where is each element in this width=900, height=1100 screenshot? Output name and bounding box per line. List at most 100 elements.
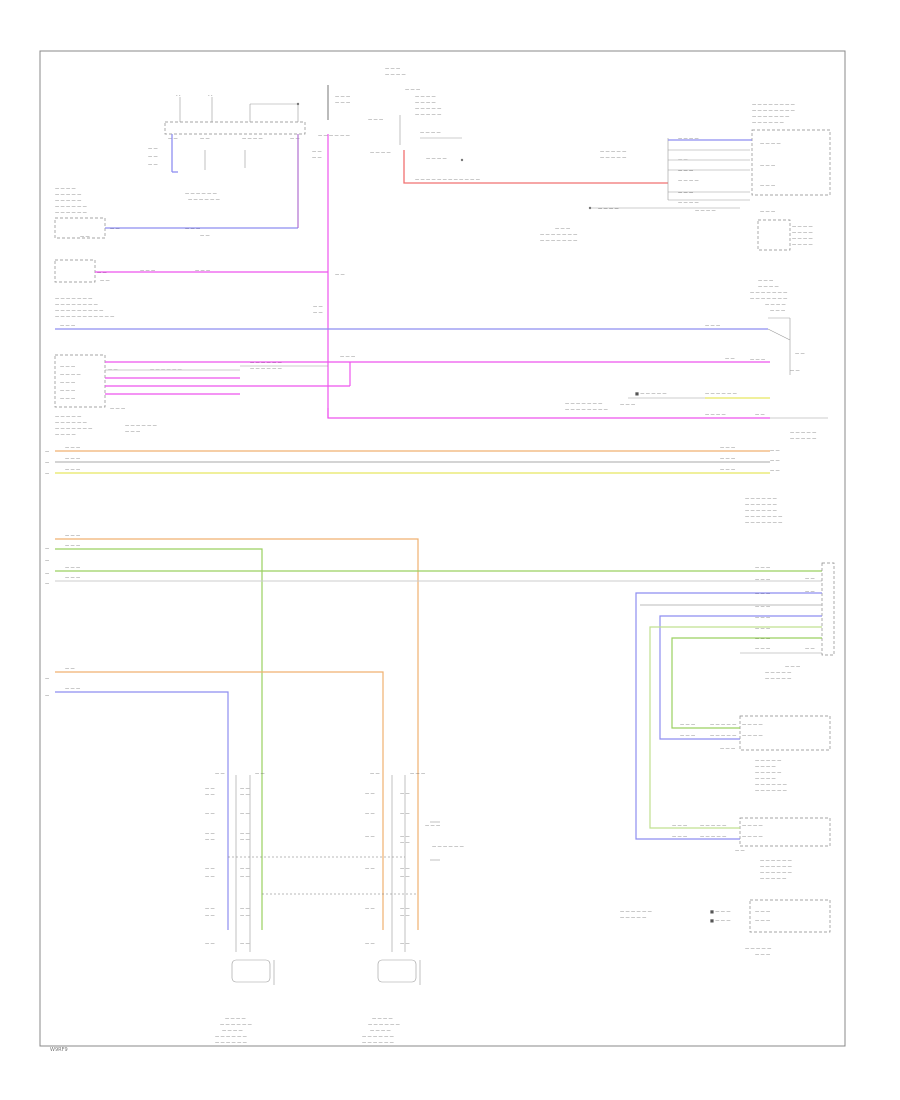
svg-text:— — —: — — — <box>705 323 720 328</box>
svg-text:— —: — — <box>205 792 215 797</box>
svg-text:— — — — — —: — — — — — — <box>215 1040 247 1045</box>
svg-text:— — — —: — — — — <box>60 372 81 377</box>
svg-text:— — — — —: — — — — — <box>765 676 791 681</box>
svg-text:— — — — — —: — — — — — — <box>150 367 182 372</box>
svg-text:— — — — — —: — — — — — — <box>362 1040 394 1045</box>
svg-text:— —: — — <box>240 941 250 946</box>
svg-text:— — — — —: — — — — — <box>55 198 81 203</box>
svg-text:— —: — — <box>313 310 323 315</box>
svg-text:— — —: — — — <box>720 456 735 461</box>
diagram-border <box>39 50 846 1047</box>
svg-text:— — — —: — — — — <box>792 230 813 235</box>
svg-text:— —: — — <box>678 157 688 162</box>
svg-text:— — — —: — — — — <box>758 284 779 289</box>
svg-text:— — —: — — — <box>620 402 635 407</box>
wire-orange-lower <box>55 538 419 930</box>
svg-text:— — — —: — — — — <box>385 72 406 77</box>
svg-text:— — —: — — — <box>755 604 770 609</box>
svg-text:— —: — — <box>790 368 800 373</box>
svg-text:— —: — — <box>240 874 250 879</box>
svg-text:— — — — —: — — — — — <box>755 758 781 763</box>
svg-text:— — — — —: — — — — — <box>760 876 786 881</box>
svg-text:— — — — — —: — — — — — — <box>185 191 217 196</box>
svg-text:— — — — — —: — — — — — — <box>760 858 792 863</box>
svg-text:— — —: — — — <box>755 577 770 582</box>
svg-text:— — — —: — — — — <box>222 1028 243 1033</box>
svg-text:— —: — — <box>205 906 215 911</box>
svg-text:— —: — — <box>735 848 745 853</box>
svg-text:— —: — — <box>365 791 375 796</box>
svg-text:— — —: — — — <box>755 646 770 651</box>
svg-text:— — —: — — — <box>678 168 693 173</box>
svg-text:— —: — — <box>365 866 375 871</box>
svg-text:— — — —: — — — — <box>415 100 436 105</box>
svg-text:— —: — — <box>205 941 215 946</box>
svg-text:— —: — — <box>240 831 250 836</box>
svg-text:— — — — — — —: — — — — — — — <box>750 290 787 295</box>
svg-text:— — — — — —: — — — — — — <box>432 844 464 849</box>
svg-text:— — — —: — — — — <box>242 136 263 141</box>
svg-text:— — — —: — — — — <box>370 1028 391 1033</box>
right-sensor-connector: — —— — — — —— — — —— — — —— — — — — —— —… <box>362 771 464 1045</box>
right-module-lower: ■ — — — — — — — — — — — — — — — — — — — … <box>565 391 828 473</box>
svg-text:— — — — —: — — — — — <box>765 670 791 675</box>
wire-orange-bottom <box>55 671 384 930</box>
svg-text:— — — — — — — — —: — — — — — — — — — <box>55 308 103 313</box>
fuse-panel-top: — — — — — — — — — — — — — — — — — — — — … <box>312 66 464 162</box>
svg-text:— — — — — — —: — — — — — — — <box>540 232 577 237</box>
svg-text:— —: — — <box>240 786 250 791</box>
wire-red-top <box>403 150 668 184</box>
svg-text:— — — — — —: — — — — — — <box>752 120 784 125</box>
right-lower-module-b: — — — — — — — — — — — — — — — — — — — — … <box>670 817 831 881</box>
svg-text:— — —: — — — <box>65 467 80 472</box>
svg-text:— — —: — — — <box>760 163 775 168</box>
svg-text:— — —: — — — <box>340 354 355 359</box>
svg-text:— — — — —: — — — — — <box>790 436 816 441</box>
svg-text:— —: — — <box>370 771 380 776</box>
top-right-module: — — — — — — — — — — — — — — — — — — — — … <box>540 102 831 251</box>
svg-text:— — — — — — —: — — — — — — — <box>745 520 782 525</box>
wire-green-right-a <box>649 626 822 829</box>
svg-text:— — — — —: — — — — — <box>415 112 441 117</box>
svg-text:— — —: — — — <box>555 226 570 231</box>
svg-text:— — — — —: — — — — — <box>415 106 441 111</box>
svg-text:— —: — — <box>205 866 215 871</box>
svg-text:— —: — — <box>240 811 250 816</box>
svg-text:— — — — — — —: — — — — — — — <box>55 426 92 431</box>
svg-text:— — — —: — — — — <box>55 186 76 191</box>
svg-text:— — —: — — — <box>672 834 687 839</box>
svg-text:— — — — — —: — — — — — — <box>250 366 282 371</box>
svg-text:— — — —: — — — — <box>598 206 619 211</box>
svg-text:— —: — — <box>240 866 250 871</box>
svg-text:— — — —: — — — — <box>705 412 726 417</box>
svg-text:— — — — — —: — — — — — — <box>215 1034 247 1039</box>
svg-text:— — —: — — — <box>750 357 765 362</box>
svg-text:— — — — — — —: — — — — — — — <box>540 238 577 243</box>
svg-text:— — — — — — — —: — — — — — — — — <box>752 102 795 107</box>
svg-text:— — — — —: — — — — — <box>710 733 736 738</box>
svg-text:— — —: — — — <box>760 183 775 188</box>
svg-text:— —: — — <box>205 786 215 791</box>
svg-text:— — — — — —: — — — — — — <box>55 204 87 209</box>
wire-blue-right-b <box>659 615 822 740</box>
svg-text:— — — — — —: — — — — — — <box>755 788 787 793</box>
svg-text:— — —: — — — <box>60 388 75 393</box>
svg-text:— —: — — <box>313 304 323 309</box>
svg-text:— — — — —: — — — — — <box>55 414 81 419</box>
svg-text:— — — — — — — —: — — — — — — — — <box>55 302 98 307</box>
svg-text:— — —: — — — <box>672 823 687 828</box>
svg-text:— —: — — <box>205 811 215 816</box>
svg-text:— —: — — <box>168 136 178 141</box>
svg-text:— —: — — <box>108 367 118 372</box>
svg-text:—: — <box>45 449 49 454</box>
svg-text:— — — — —: — — — — — <box>620 915 646 920</box>
svg-text:—: — <box>45 581 49 586</box>
svg-text:— —: — — <box>240 792 250 797</box>
svg-text:— — — — —: — — — — — <box>55 192 81 197</box>
svg-text:— —: — — <box>148 162 158 167</box>
svg-text:— —: — — <box>205 837 215 842</box>
svg-text:— — —: — — — <box>65 456 80 461</box>
right-module-mid: — — — — — — — — — — — — — — — — — — — — … <box>725 278 805 375</box>
svg-text:— — —: — — — <box>755 565 770 570</box>
svg-text:— — —: — — — <box>770 308 785 313</box>
